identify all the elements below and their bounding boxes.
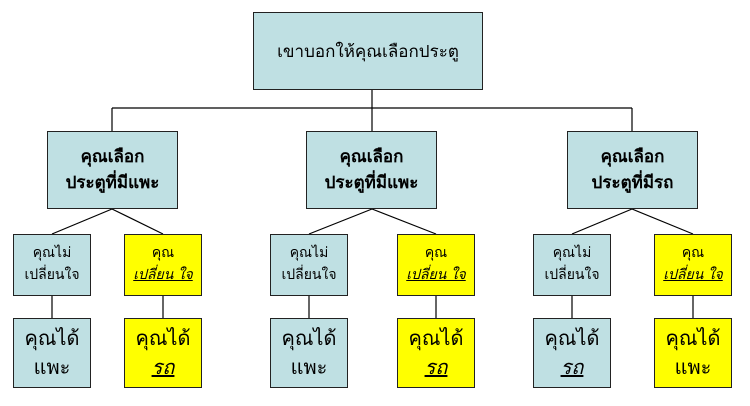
stay-line-2: เปลี่ยนใจ	[544, 267, 600, 283]
door-line-2: ประตูที่มีแพะ	[324, 173, 419, 193]
switch-node-2: คุณ เปลี่ยน ใจ	[397, 234, 475, 296]
switch-line-2: เปลี่ยน ใจ	[406, 267, 466, 283]
door-node-2: คุณเลือก ประตูที่มีแพะ	[306, 131, 437, 209]
stay-line-1: คุณไม่	[289, 245, 329, 262]
result-line-1: คุณได้	[408, 326, 464, 350]
stay-line-1: คุณไม่	[32, 245, 72, 262]
stay-result-node-2: คุณได้ แพะ	[270, 318, 348, 388]
stay-result-node-3: คุณได้ รถ	[533, 318, 611, 388]
stay-node-3: คุณไม่ เปลี่ยนใจ	[533, 234, 611, 296]
result-line-1: คุณได้	[544, 326, 600, 350]
door-line-1: คุณเลือก	[600, 146, 665, 167]
stay-node-1: คุณไม่ เปลี่ยนใจ	[13, 234, 91, 296]
switch-node-1: คุณ เปลี่ยน ใจ	[124, 234, 202, 296]
switch-node-3: คุณ เปลี่ยน ใจ	[654, 234, 732, 296]
door-line-2: ประตูที่มีแพะ	[65, 173, 160, 193]
stay-line-2: เปลี่ยนใจ	[24, 267, 80, 283]
switch-line-1: คุณ	[424, 245, 448, 262]
door-node-1: คุณเลือก ประตูที่มีแพะ	[47, 131, 178, 209]
root-label: เขาบอกให้คุณเลือกประตู	[277, 41, 459, 62]
door-line-2: ประตูที่มีรถ	[591, 173, 674, 193]
result-line-1: คุณได้	[135, 326, 191, 350]
door-node-3: คุณเลือก ประตูที่มีรถ	[567, 131, 698, 209]
switch-line-1: คุณ	[151, 245, 175, 262]
result-line-1: คุณได้	[24, 326, 80, 350]
stay-result-node-1: คุณได้ แพะ	[13, 318, 91, 388]
switch-line-1: คุณ	[681, 245, 705, 262]
door-line-1: คุณเลือก	[80, 146, 145, 167]
switch-line-2: เปลี่ยน ใจ	[133, 267, 193, 283]
door-line-1: คุณเลือก	[339, 146, 404, 167]
switch-result-node-2: คุณได้ รถ	[397, 318, 475, 388]
stay-line-2: เปลี่ยนใจ	[281, 267, 337, 283]
result-line-2: แพะ	[290, 355, 328, 379]
result-line-2: แพะ	[33, 355, 71, 379]
result-line-2: รถ	[424, 355, 448, 379]
result-line-2: รถ	[560, 355, 584, 379]
stay-line-1: คุณไม่	[552, 245, 592, 262]
stay-node-2: คุณไม่ เปลี่ยนใจ	[270, 234, 348, 296]
result-line-2: แพะ	[674, 355, 712, 379]
root-node: เขาบอกให้คุณเลือกประตู	[253, 12, 483, 90]
result-line-1: คุณได้	[665, 326, 721, 350]
result-line-1: คุณได้	[281, 326, 337, 350]
switch-result-node-3: คุณได้ แพะ	[654, 318, 732, 388]
result-line-2: รถ	[151, 355, 175, 379]
switch-result-node-1: คุณได้ รถ	[124, 318, 202, 388]
switch-line-2: เปลี่ยน ใจ	[663, 267, 723, 283]
